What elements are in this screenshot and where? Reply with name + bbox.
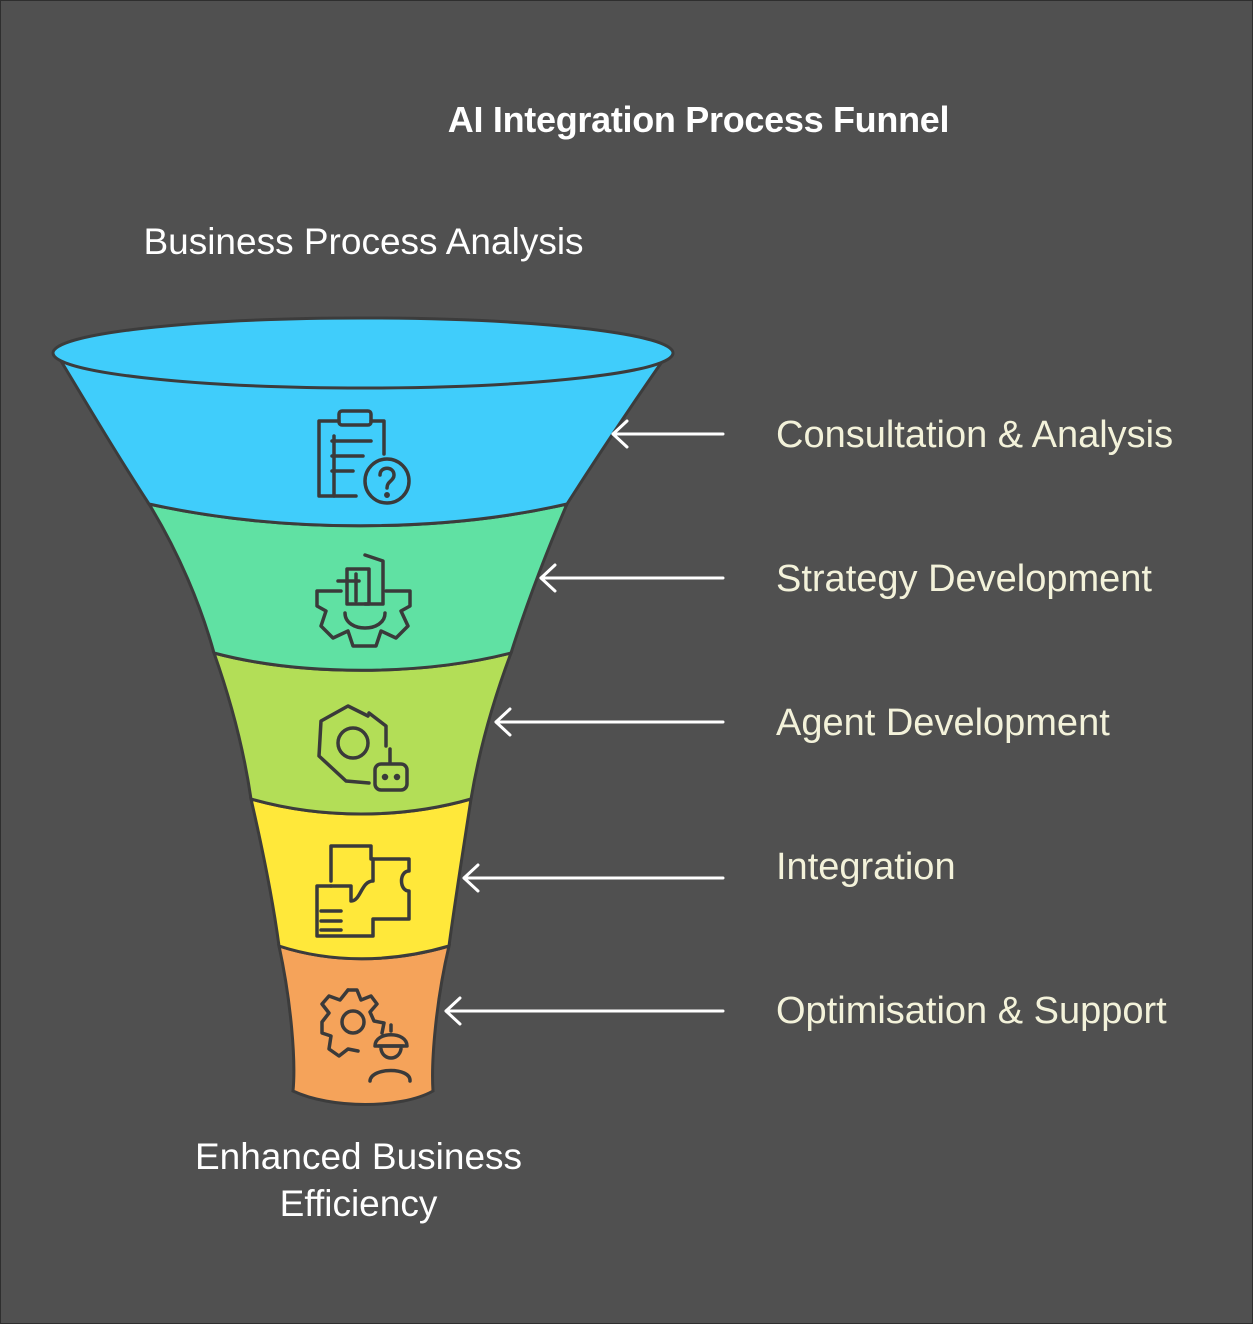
funnel-output-line-1: Enhanced Business [194, 1136, 523, 1177]
stage-label-agent: Agent Development [776, 702, 1110, 744]
stage-2-arrow [539, 563, 725, 593]
stage-label-integration: Integration [776, 846, 956, 888]
stage-1-arrow [611, 419, 725, 449]
funnel-output-label: Enhanced Business Efficiency [101, 1133, 616, 1227]
stage-label-strategy: Strategy Development [776, 558, 1152, 600]
gear-building-icon [315, 553, 412, 648]
funnel-input-label: Business Process Analysis [143, 221, 584, 262]
funnel-output-line-2: Efficiency [279, 1183, 438, 1224]
puzzle-document-icon [315, 844, 411, 938]
gear-worker-icon [320, 988, 412, 1083]
stage-label-optimisation: Optimisation & Support [776, 990, 1167, 1032]
stage-4-arrow [462, 863, 725, 893]
funnel-rim [51, 316, 675, 390]
hexagon-robot-icon [317, 704, 409, 792]
stage-3-arrow [494, 707, 725, 737]
stage-label-consultation: Consultation & Analysis [776, 414, 1174, 456]
stage-5-arrow [444, 996, 725, 1026]
diagram-title: AI Integration Process Funnel [447, 99, 950, 140]
clipboard-question-icon [317, 409, 411, 505]
